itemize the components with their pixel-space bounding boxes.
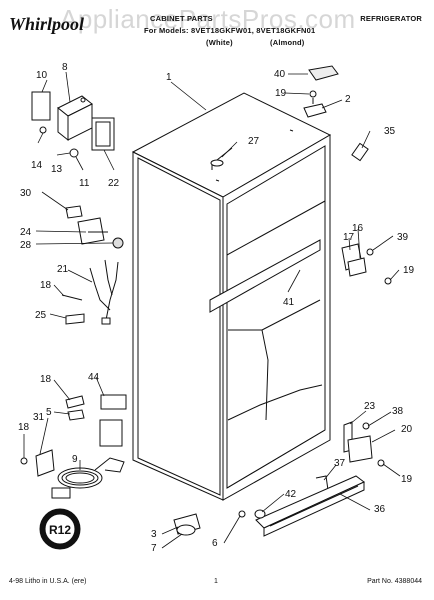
svg-text:25: 25 [35, 310, 47, 321]
svg-text:8: 8 [62, 62, 68, 73]
wiring-harness-parts [61, 259, 119, 325]
part-35-grommet [351, 142, 369, 162]
svg-text:18: 18 [40, 374, 52, 385]
footer-page-number: 1 [214, 578, 218, 585]
svg-text:18: 18 [18, 422, 30, 433]
white-label: (White) [206, 38, 233, 47]
cabinet-shell [131, 92, 332, 501]
svg-text:16: 16 [352, 223, 364, 234]
footer-part-number: Part No. 4388044 [367, 578, 422, 585]
part-36-toe-grille [255, 475, 365, 537]
department-label: REFRIGERATOR [360, 14, 422, 23]
svg-text:28: 28 [20, 240, 32, 251]
whirlpool-logo: Whirlpool [9, 14, 85, 34]
svg-text:2: 2 [345, 94, 351, 105]
callout-numbers: 1 27 40 19 2 35 10 8 14 13 11 22 30 24 2… [18, 62, 415, 554]
center-hinge-parts [341, 243, 392, 285]
svg-text:38: 38 [392, 406, 404, 417]
svg-text:18: 18 [40, 280, 52, 291]
svg-text:41: 41 [283, 297, 295, 308]
svg-text:20: 20 [401, 424, 413, 435]
svg-text:40: 40 [274, 69, 286, 80]
svg-text:5: 5 [46, 407, 52, 418]
control-housing-parts [31, 91, 115, 158]
svg-text:27: 27 [248, 136, 260, 147]
svg-text:21: 21 [57, 264, 69, 275]
thermostat-parts [65, 205, 124, 249]
svg-text:23: 23 [364, 401, 376, 412]
bottom-hinge-parts [343, 421, 385, 467]
part-40-hinge-cover [303, 65, 339, 118]
light-switch-parts [65, 394, 127, 447]
svg-text:37: 37 [334, 458, 346, 469]
svg-text:10: 10 [36, 70, 48, 81]
model-numbers: For Models: 8VET18GKFW01, 8VET18GKFN01 [144, 26, 316, 35]
leader-lines [23, 71, 401, 549]
leveling-parts [173, 509, 266, 536]
svg-text:19: 19 [403, 265, 415, 276]
svg-text:36: 36 [374, 504, 386, 515]
svg-text:3: 3 [151, 529, 157, 540]
svg-text:31: 31 [33, 412, 45, 423]
svg-text:13: 13 [51, 164, 63, 175]
svg-text:17: 17 [343, 232, 355, 243]
svg-text:44: 44 [88, 372, 100, 383]
almond-label: (Almond) [270, 38, 305, 47]
svg-text:42: 42 [285, 489, 297, 500]
page-title: CABINET PARTS [150, 14, 213, 23]
svg-text:1: 1 [166, 72, 172, 83]
svg-text:30: 30 [20, 188, 32, 199]
svg-text:14: 14 [31, 160, 43, 171]
svg-text:22: 22 [108, 178, 120, 189]
svg-text:19: 19 [401, 474, 413, 485]
watermark: AppliancePartsPros.com [60, 4, 356, 34]
r12-badge-text: R12 [49, 523, 71, 537]
svg-text:19: 19 [275, 88, 287, 99]
svg-text:24: 24 [20, 227, 32, 238]
svg-text:35: 35 [384, 126, 396, 137]
r12-badge [39, 508, 81, 550]
svg-text:11: 11 [79, 178, 90, 189]
footer-litho: 4-98 Litho in U.S.A. (ere) [9, 578, 87, 585]
svg-text:9: 9 [72, 454, 78, 465]
svg-text:7: 7 [151, 543, 157, 554]
svg-text:39: 39 [397, 232, 409, 243]
svg-text:6: 6 [212, 538, 218, 549]
